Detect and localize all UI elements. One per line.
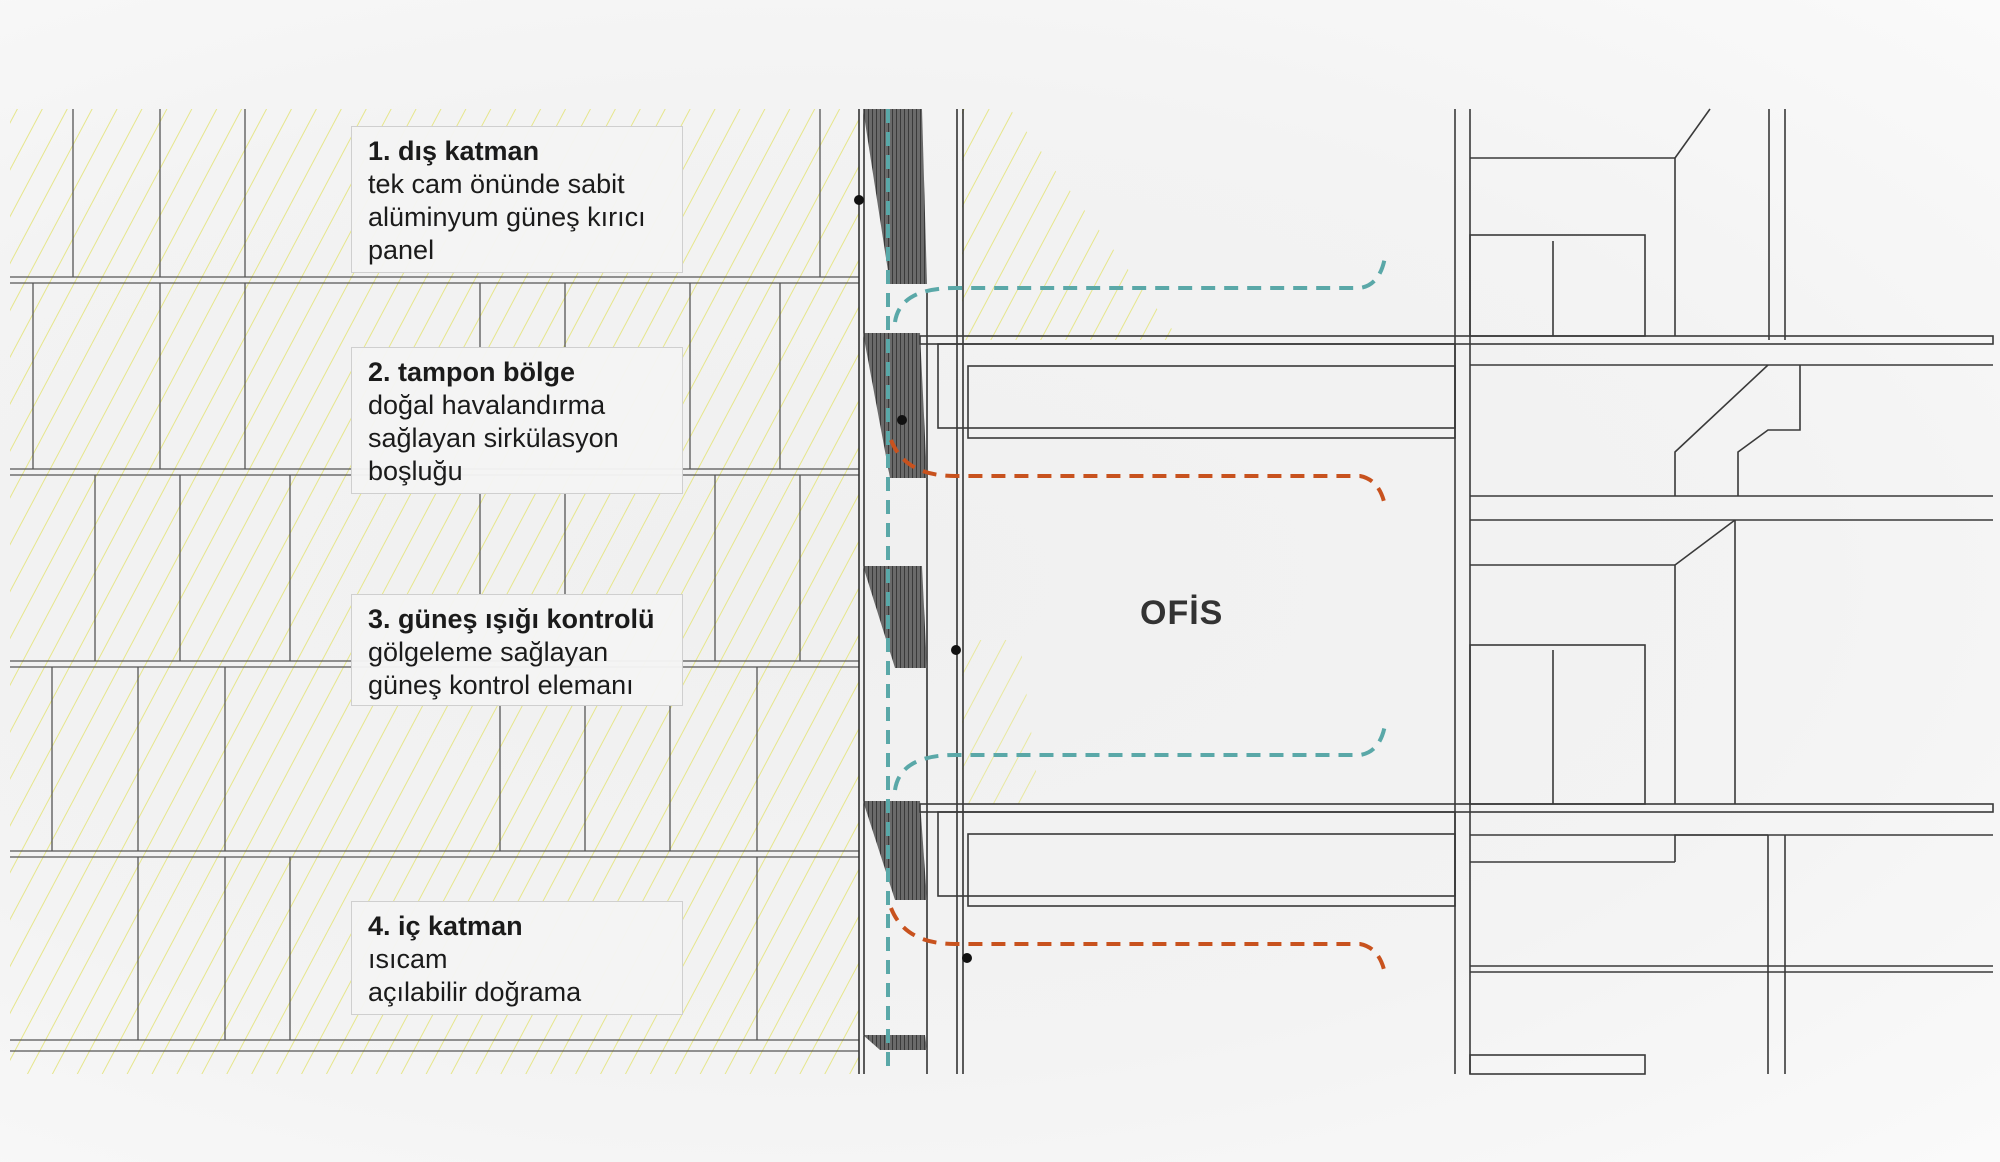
label-line: alüminyum güneş kırıcı <box>368 202 646 232</box>
label-line: gölgeleme sağlayan <box>368 637 609 667</box>
label-title: 4. iç katman <box>368 911 523 941</box>
fresh-air-flow <box>886 109 1387 1074</box>
label-line: güneş kontrol elemanı <box>368 670 634 700</box>
label-line: ısıcam <box>368 944 448 974</box>
building-structure <box>919 108 1994 1075</box>
label-buffer-zone: 2. tampon bölge doğal havalandırma sağla… <box>351 347 683 494</box>
room-label-office: OFİS <box>1140 594 1224 632</box>
label-line: sağlayan sirkülasyon <box>368 423 619 453</box>
label-line: açılabilir doğrama <box>368 977 582 1007</box>
label-line: panel <box>368 235 435 265</box>
label-line: boşluğu <box>368 456 463 486</box>
facade-layers <box>858 109 964 1074</box>
exhaust-air-flow <box>889 439 1387 975</box>
label-title: 2. tampon bölge <box>368 357 576 387</box>
label-sunlight-control: 3. güneş ışığı kontrolü gölgeleme sağlay… <box>351 594 683 706</box>
label-line: tek cam önünde sabit <box>368 169 625 199</box>
label-inner-layer: 4. iç katman ısıcam açılabilir doğrama <box>351 901 683 1015</box>
label-line: doğal havalandırma <box>368 390 606 420</box>
label-title: 1. dış katman <box>368 136 540 166</box>
leader-dots <box>854 195 972 963</box>
label-title: 3. güneş ışığı kontrolü <box>368 604 655 634</box>
label-outer-layer: 1. dış katman tek cam önünde sabit alümi… <box>351 126 683 273</box>
sunshade-louvers <box>863 109 927 1050</box>
